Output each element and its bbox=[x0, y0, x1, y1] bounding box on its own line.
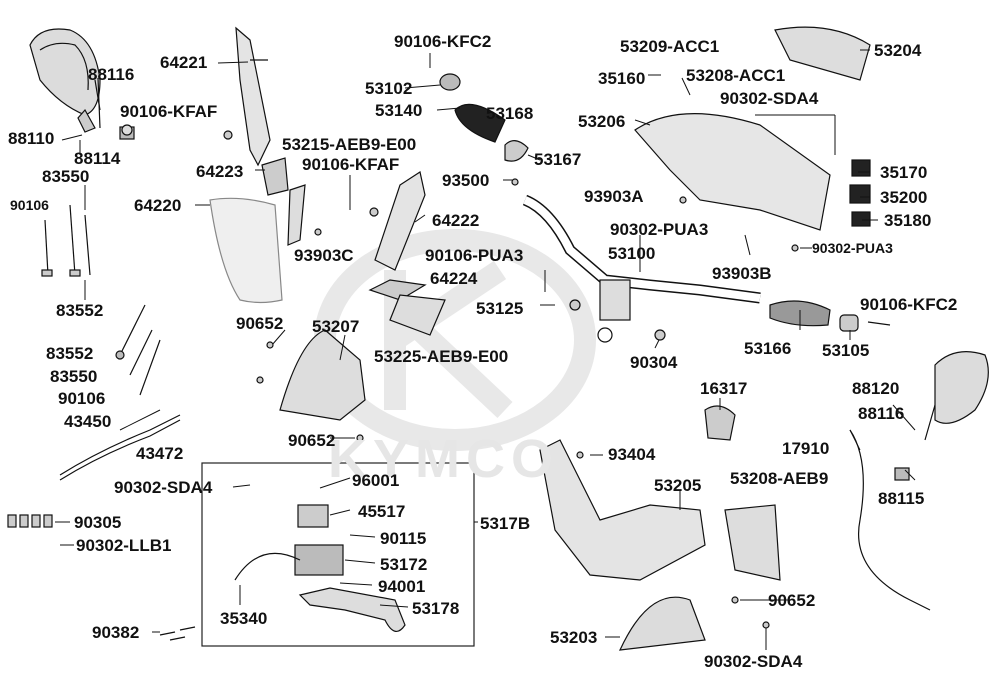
label-64223: 64223 bbox=[196, 162, 244, 181]
label-90302-pua3: 90302-PUA3 bbox=[610, 220, 709, 239]
cover-53207 bbox=[279, 329, 366, 421]
label-45517: 45517 bbox=[358, 502, 406, 521]
part-88114 bbox=[119, 124, 135, 140]
handlebar bbox=[522, 194, 761, 343]
panel-53208-aeb9 bbox=[724, 504, 781, 581]
label-35180: 35180 bbox=[884, 211, 932, 230]
label-53208-aeb9: 53208-AEB9 bbox=[730, 469, 829, 488]
label-16317: 16317 bbox=[700, 379, 748, 398]
label-88110: 88110 bbox=[8, 129, 55, 148]
label-53102: 53102 bbox=[365, 79, 413, 98]
label-93903a: 93903A bbox=[584, 187, 644, 206]
label-53167: 53167 bbox=[534, 150, 582, 169]
label-88114: 88114 bbox=[74, 149, 121, 168]
label-43450: 43450 bbox=[64, 412, 112, 431]
label-53209-acc1: 53209-ACC1 bbox=[620, 37, 720, 56]
label-90106-kfaf: 90106-KFAF bbox=[302, 155, 400, 174]
label-90652: 90652 bbox=[288, 431, 336, 450]
label-88115: 88115 bbox=[878, 489, 925, 508]
label-83552: 83552 bbox=[56, 301, 104, 320]
right-mirror bbox=[894, 351, 989, 481]
label-90302-sda4: 90302-SDA4 bbox=[704, 652, 803, 671]
label-90106: 90106 bbox=[10, 197, 49, 213]
brake-lever bbox=[234, 504, 406, 632]
visor-53203 bbox=[619, 596, 706, 651]
panel-64222 bbox=[374, 171, 426, 271]
label-93500: 93500 bbox=[442, 171, 490, 190]
label-83552: 83552 bbox=[46, 344, 94, 363]
label-90106-kfaf: 90106-KFAF bbox=[120, 102, 218, 121]
label-83550: 83550 bbox=[50, 367, 98, 386]
label-53105: 53105 bbox=[822, 341, 870, 360]
label-5317b: 5317B bbox=[480, 514, 531, 533]
label-90106: 90106 bbox=[58, 389, 106, 408]
label-90302-sda4: 90302-SDA4 bbox=[114, 478, 213, 497]
throttle-grip bbox=[439, 73, 529, 162]
label-90302-sda4: 90302-SDA4 bbox=[720, 89, 819, 108]
label-90106-kfc2: 90106-KFC2 bbox=[860, 295, 958, 314]
label-64222: 64222 bbox=[432, 211, 480, 230]
label-53178: 53178 bbox=[412, 599, 460, 618]
label-90305: 90305 bbox=[74, 513, 122, 532]
label-53205: 53205 bbox=[654, 476, 702, 495]
label-35160: 35160 bbox=[598, 69, 646, 88]
screws-90382 bbox=[159, 626, 196, 641]
label-96001: 96001 bbox=[352, 471, 400, 490]
label-83550: 83550 bbox=[42, 167, 90, 186]
label-90382: 90382 bbox=[92, 623, 140, 642]
cable-17910 bbox=[849, 429, 931, 611]
label-53204: 53204 bbox=[874, 41, 922, 60]
windscreen-bracket bbox=[235, 26, 271, 167]
label-93903c: 93903C bbox=[294, 246, 354, 265]
label-93903b: 93903B bbox=[712, 264, 772, 283]
label-88116: 88116 bbox=[858, 404, 905, 423]
label-90652: 90652 bbox=[236, 314, 284, 333]
label-53168: 53168 bbox=[486, 104, 534, 123]
label-53100: 53100 bbox=[608, 244, 656, 263]
leader-lines bbox=[55, 49, 916, 650]
label-64221: 64221 bbox=[160, 53, 208, 72]
label-43472: 43472 bbox=[136, 444, 184, 463]
label-35170: 35170 bbox=[880, 163, 928, 182]
label-35340: 35340 bbox=[220, 609, 268, 628]
label-90106-pua3: 90106-PUA3 bbox=[425, 246, 524, 265]
label-88120: 88120 bbox=[852, 379, 900, 398]
label-90302-llb1: 90302-LLB1 bbox=[76, 536, 172, 555]
label-53140: 53140 bbox=[375, 101, 423, 120]
small-bolts bbox=[223, 130, 799, 629]
cover-53204 bbox=[774, 26, 871, 81]
label-53203: 53203 bbox=[550, 628, 598, 647]
label-90106-kfc2: 90106-KFC2 bbox=[394, 32, 492, 51]
label-53206: 53206 bbox=[578, 112, 626, 131]
label-64224: 64224 bbox=[430, 269, 478, 288]
label-53172: 53172 bbox=[380, 555, 428, 574]
label-94001: 94001 bbox=[378, 577, 426, 596]
label-53208-acc1: 53208-ACC1 bbox=[686, 66, 786, 85]
clamp-16317 bbox=[704, 405, 736, 441]
lever-assembly-box bbox=[201, 462, 475, 647]
cover-53206 bbox=[634, 113, 831, 231]
label-53225-aeb9-e00: 53225-AEB9-E00 bbox=[374, 347, 509, 366]
label-17910: 17910 bbox=[782, 439, 830, 458]
label-90115: 90115 bbox=[380, 529, 427, 548]
label-53207: 53207 bbox=[312, 317, 360, 336]
label-90652: 90652 bbox=[768, 591, 816, 610]
label-88116: 88116 bbox=[88, 65, 135, 84]
label-35200: 35200 bbox=[880, 188, 928, 207]
label-64220: 64220 bbox=[134, 196, 182, 215]
clips-90305 bbox=[7, 514, 53, 528]
label-53125: 53125 bbox=[476, 299, 524, 318]
label-93404: 93404 bbox=[608, 445, 656, 464]
cable-set-left bbox=[41, 204, 181, 481]
label-90302-pua3: 90302-PUA3 bbox=[812, 240, 893, 256]
front-cover-53205 bbox=[539, 439, 706, 581]
label-53215-aeb9-e00: 53215-AEB9-E00 bbox=[282, 135, 417, 154]
left-mirror bbox=[29, 28, 101, 133]
label-53166: 53166 bbox=[744, 339, 792, 358]
windscreen bbox=[209, 197, 283, 304]
label-90304: 90304 bbox=[630, 353, 678, 372]
watermark-brand: KYMCO bbox=[328, 429, 559, 489]
